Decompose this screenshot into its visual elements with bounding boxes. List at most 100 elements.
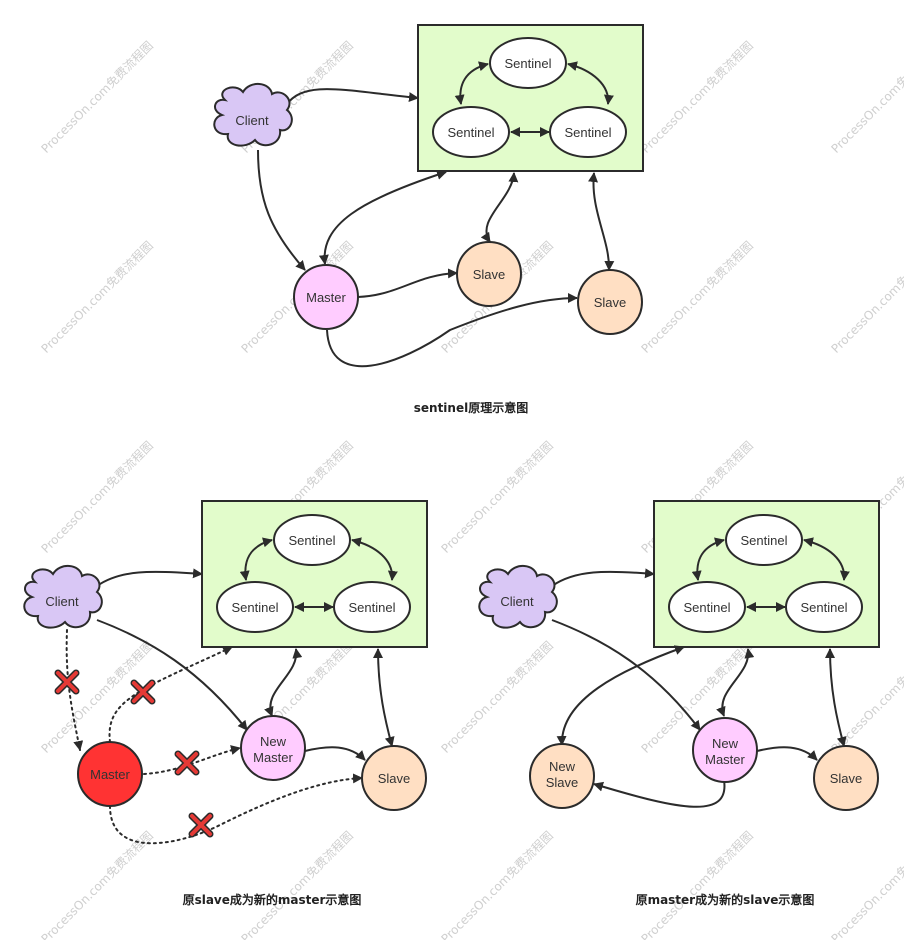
sentinel-right <box>333 581 411 633</box>
dotted-old-master-to-new-master <box>143 745 241 775</box>
edge-sentinel-top-right <box>351 537 398 581</box>
watermark-text: ProcessOn.com免费流程图 <box>638 828 756 940</box>
watermark-text: ProcessOn.com免费流程图 <box>438 438 556 556</box>
watermark-text: ProcessOn.com免费流程图 <box>828 238 904 356</box>
edge-new-slave-sentinels <box>556 645 685 746</box>
sentinel-left-label: Sentinel <box>448 125 495 140</box>
edge-new-master-sentinels <box>716 648 755 717</box>
caption-diagram-3: 原master成为新的slave示意图 <box>636 892 815 907</box>
sentinel-top-label: Sentinel <box>505 56 552 71</box>
watermark-text: ProcessOn.com免费流程图 <box>38 828 156 940</box>
sentinel-top <box>725 514 803 566</box>
edge-slave2-sentinels <box>588 172 615 271</box>
slave-node <box>813 745 879 811</box>
edge-master-to-slave1 <box>357 268 458 298</box>
slave-1-label: Slave <box>473 267 506 282</box>
edge-master-to-slave2 <box>326 293 578 368</box>
watermark-layer: ProcessOn.com免费流程图 ProcessOn.com免费流程图 Proc… <box>38 38 904 940</box>
slave-label: Slave <box>830 771 863 786</box>
edge-master-sentinels <box>318 170 447 265</box>
edge-new-master-to-new-slave <box>593 779 726 808</box>
edge-client-to-sentinels <box>551 568 655 587</box>
edge-slave-sentinels <box>825 648 847 747</box>
watermark-text: ProcessOn.com免费流程图 <box>828 38 904 156</box>
sentinel-right-label: Sentinel <box>801 600 848 615</box>
edge-client-to-sentinels <box>96 568 203 587</box>
edge-new-master-sentinels <box>264 648 303 717</box>
client-label: Client <box>45 594 79 609</box>
master-label: Master <box>306 290 346 305</box>
edge-new-master-to-slave <box>304 746 366 761</box>
client-cloud <box>478 565 558 629</box>
sentinel-right <box>549 106 627 158</box>
cross-icon <box>130 679 156 705</box>
cross-icon <box>188 812 214 838</box>
watermark-text: ProcessOn.com免费流程图 <box>38 38 156 156</box>
new-master-label-line1: New <box>260 734 287 749</box>
new-master-label-line2: Master <box>253 750 293 765</box>
watermark-text: ProcessOn.com免费流程图 <box>828 638 904 756</box>
watermark-text: ProcessOn.com免费流程图 <box>638 38 756 156</box>
client-cloud <box>213 83 293 147</box>
failover-new-slave-diagram: Client Sentinel Sentinel Sentinel New Sl… <box>478 500 880 907</box>
new-slave-label-line2: Slave <box>546 775 579 790</box>
edge-slave1-sentinels <box>480 172 519 243</box>
sentinel-top-label: Sentinel <box>289 533 336 548</box>
slave-node-1 <box>456 241 522 307</box>
failover-new-master-diagram: Client Sentinel Sentinel Sentinel Master… <box>23 500 428 907</box>
sentinel-principle-diagram: Client Sentinel Sentinel Sentinel Master… <box>213 24 644 415</box>
sentinel-top <box>489 37 567 89</box>
sentinel-left <box>216 581 294 633</box>
client-cloud <box>23 565 103 629</box>
sentinel-left-label: Sentinel <box>684 600 731 615</box>
new-master-node <box>240 715 306 781</box>
sentinel-left <box>432 106 510 158</box>
slave-2-label: Slave <box>594 295 627 310</box>
edge-sentinel-top-right <box>803 537 850 581</box>
edge-sentinel-top-left <box>454 61 489 105</box>
slave-label: Slave <box>378 771 411 786</box>
watermark-text: ProcessOn.com免费流程图 <box>38 438 156 556</box>
old-master-label: Master <box>90 767 130 782</box>
new-slave-label-line1: New <box>549 759 576 774</box>
watermark-text: ProcessOn.com免费流程图 <box>238 828 356 940</box>
client-label: Client <box>235 113 269 128</box>
sentinel-top-label: Sentinel <box>741 533 788 548</box>
new-master-label-line1: New <box>712 736 739 751</box>
new-master-label-line2: Master <box>705 752 745 767</box>
caption-diagram-2: 原slave成为新的master示意图 <box>183 892 362 907</box>
watermark-text: ProcessOn.com免费流程图 <box>828 828 904 940</box>
edge-client-to-sentinels <box>285 88 419 106</box>
edge-sentinel-top-left <box>239 537 273 581</box>
watermark-text: ProcessOn.com免费流程图 <box>438 828 556 940</box>
slave-node <box>361 745 427 811</box>
dotted-client-to-old-master <box>65 629 84 751</box>
dotted-old-master-to-sentinels <box>108 646 233 743</box>
caption-diagram-1: sentinel原理示意图 <box>414 400 528 415</box>
cross-icon <box>174 750 200 776</box>
sentinel-right-label: Sentinel <box>565 125 612 140</box>
sentinel-top <box>273 514 351 566</box>
watermark-text: ProcessOn.com免费流程图 <box>38 238 156 356</box>
new-slave-node <box>529 743 595 809</box>
watermark-text: ProcessOn.com免费流程图 <box>638 238 756 356</box>
client-label: Client <box>500 594 534 609</box>
slave-node-2 <box>577 269 643 335</box>
edge-sentinel-top-right <box>567 61 614 105</box>
sentinel-right <box>785 581 863 633</box>
master-node <box>293 264 359 330</box>
edge-client-to-new-master <box>96 619 248 731</box>
sentinel-right-label: Sentinel <box>349 600 396 615</box>
sentinel-left <box>668 581 746 633</box>
edge-sentinel-top-left <box>691 537 725 581</box>
sentinel-left-label: Sentinel <box>232 600 279 615</box>
cross-icon <box>54 669 80 695</box>
edge-new-master-to-slave <box>756 746 818 761</box>
new-master-node <box>692 717 758 783</box>
dotted-old-master-to-slave <box>109 773 363 845</box>
edge-slave-sentinels <box>373 648 395 747</box>
edge-client-to-master <box>257 149 306 271</box>
watermark-text: ProcessOn.com免费流程图 <box>438 638 556 756</box>
old-master-node <box>77 741 143 807</box>
